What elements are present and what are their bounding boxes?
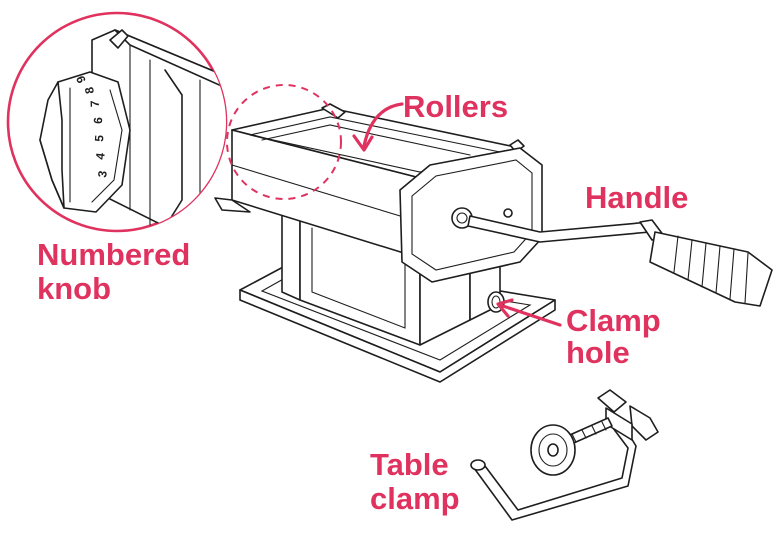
clamp-hole-label-line1: Clamp <box>566 303 661 338</box>
rollers-label: Rollers <box>403 89 509 124</box>
table-clamp-label-line1: Table <box>370 447 449 482</box>
knob-magnifier: 3 4 5 6 7 8 9 <box>6 11 228 233</box>
knob-dial-number: 7 <box>88 100 102 107</box>
table-clamp-label-line2: clamp <box>370 481 460 516</box>
knob-dial-number: 9 <box>73 73 89 85</box>
table-clamp-part <box>470 389 659 521</box>
handle-label: Handle <box>585 180 689 215</box>
knob-dial-number: 3 <box>95 170 110 179</box>
knob-dial-number: 4 <box>93 152 108 160</box>
numbered-knob-label-line2: knob <box>37 271 112 306</box>
machine-body <box>214 103 525 259</box>
knob-dial-number: 6 <box>91 117 105 124</box>
numbered-knob-label-line1: Numbered <box>37 237 191 272</box>
crank-handle <box>467 215 773 307</box>
knob-dial-number: 8 <box>82 86 97 95</box>
knob-dial-number: 5 <box>92 134 106 142</box>
rollers-arrow <box>352 102 404 152</box>
knob-callout-dashed-circle <box>226 84 342 200</box>
clamp-hole-label-line2: hole <box>566 335 630 370</box>
clamp-hole-arrow <box>496 298 562 327</box>
